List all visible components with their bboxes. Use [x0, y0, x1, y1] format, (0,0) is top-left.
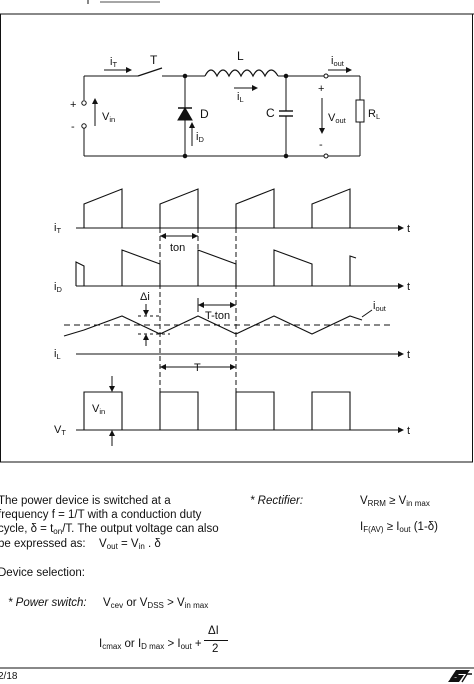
iout-label: iout [373, 300, 387, 313]
rectifier-formula-1: VRRM ≥ Vin max [360, 495, 430, 508]
label-iout: iout [331, 55, 345, 68]
label-iD: iD [196, 131, 204, 144]
page-number: 2/18 [0, 671, 18, 682]
fraction-numerator: ΔI [208, 625, 219, 637]
para-line-4: be expressed as: [0, 538, 86, 550]
t-axis-label-1: t [407, 223, 410, 235]
vin-minus: - [71, 121, 75, 133]
waveform-labels: iT iD iL VT t t t t ton T-ton T Δi iout … [54, 222, 410, 437]
label-vin: Vin [102, 111, 115, 124]
t-axis-label-3: t [407, 349, 410, 361]
vin-amplitude-label: Vin [92, 403, 105, 416]
wave-label-VT: VT [54, 424, 66, 437]
waveforms [63, 188, 404, 446]
device-selection: Device selection: [0, 567, 85, 579]
t-axis-label-4: t [407, 425, 410, 437]
label-inductor-L: L [237, 49, 244, 63]
circuit-labels: iT T L iL iout D iD C Vin Vout RL + - + … [70, 49, 380, 151]
t-axis-label-2: t [407, 281, 410, 293]
para-line-3: cycle, δ = ton/T. The output voltage can… [0, 523, 219, 536]
delta-i-label: Δi [140, 291, 150, 303]
period-label: T [194, 362, 201, 374]
vout-minus: - [319, 139, 323, 151]
ton-label: ton [170, 242, 185, 254]
label-iL: iL [237, 91, 244, 104]
wave-label-iT: iT [54, 222, 61, 235]
power-switch-formula-1: Vcev or VDSS > Vin max [103, 597, 209, 610]
label-iT: iT [110, 56, 117, 69]
vout-plus: + [318, 83, 324, 95]
fraction-denominator: 2 [212, 643, 219, 655]
header-rule [0, 0, 474, 15]
rectifier-label: * Rectifier: [250, 495, 304, 507]
circuit [81, 67, 365, 159]
para-line-2: frequency f = 1/T with a conduction duty [0, 509, 202, 521]
power-switch-formula-2: Icmax or ID max > Iout + [99, 638, 202, 651]
label-vout: Vout [328, 112, 347, 125]
iD-waveform [75, 249, 357, 287]
t-ton-label: T-ton [205, 310, 230, 322]
label-switch-T: T [150, 53, 158, 67]
wave-label-iD: iD [54, 281, 62, 294]
label-RL: RL [368, 108, 380, 121]
label-diode-D: D [200, 107, 209, 121]
power-switch-label: * Power switch: [8, 597, 87, 609]
figure-frame [0, 13, 473, 463]
fraction-bar [204, 640, 228, 641]
wave-label-iL: iL [54, 348, 61, 361]
vt-waveform [76, 391, 356, 431]
label-capacitor-C: C [266, 106, 275, 120]
st-logo [448, 670, 472, 683]
vout-formula: Vout = Vin . δ [99, 538, 161, 551]
rectifier-formula-2: IF(AV) ≥ Iout (1-δ) [360, 521, 439, 534]
iT-waveform [76, 188, 398, 229]
vin-plus: + [70, 99, 76, 111]
para-line-1: The power device is switched at a [0, 495, 171, 507]
